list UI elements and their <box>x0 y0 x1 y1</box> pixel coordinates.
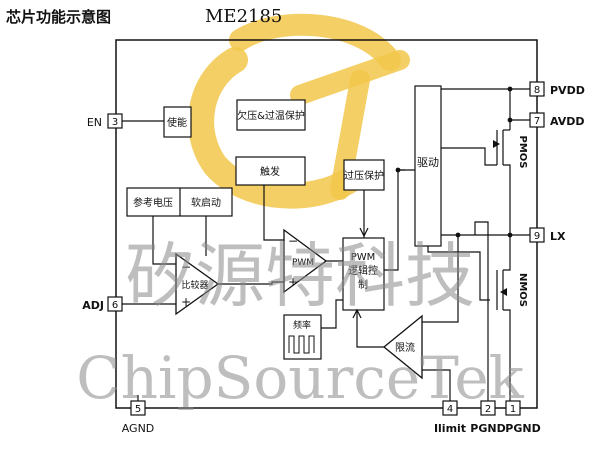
driver-label: 驱动 <box>417 156 439 169</box>
uvp-otp-label: 欠压&过温保护 <box>237 109 305 122</box>
current-limit-block: 限流 <box>382 314 423 380</box>
pin-avdd-label: AVDD <box>550 115 585 128</box>
pin-adj: 6 ADJ <box>82 296 123 312</box>
pin-pgnd-1: 1 PGND <box>505 400 541 435</box>
trigger-label: 触发 <box>260 165 280 178</box>
pin-lx: 9 LX <box>529 227 566 243</box>
pin-pgnd-2-label: PGND <box>470 422 505 435</box>
pmos-label: PMOS <box>517 136 528 169</box>
pwm-comparator: − + PWM <box>283 228 328 294</box>
current-limit-label: 限流 <box>395 341 415 354</box>
pin-adj-number: 6 <box>112 300 118 311</box>
pin-avdd: 7 AVDD <box>529 112 585 128</box>
watermark-chinese: 矽源特科技 <box>125 235 475 317</box>
pwm-logic-line3: 制 <box>358 278 368 291</box>
pwm-comparator-plus: + <box>288 275 298 289</box>
watermark-english: ChipSourceTek <box>76 344 524 412</box>
frequency-block: 频率 <box>283 314 322 360</box>
pin-pgnd-1-number: 1 <box>510 404 516 415</box>
comparator: − + 比较器 <box>175 252 220 316</box>
pwm-comparator-label: PWM <box>292 258 314 268</box>
comparator-minus: − <box>181 260 191 274</box>
pin-lx-number: 9 <box>534 231 540 242</box>
pmos-arrow-icon <box>493 140 500 148</box>
clock-waveform-icon <box>288 335 315 354</box>
pwm-logic-line2: 逻辑控 <box>348 264 378 277</box>
trigger-block: 触发 <box>235 156 306 186</box>
pin-ilimit: 4 Ilimit <box>434 400 466 435</box>
pin-en: 3 EN <box>87 113 123 129</box>
part-number: ME2185 <box>205 6 282 27</box>
nmos-label: NMOS <box>517 273 528 307</box>
pin-pgnd-2-number: 2 <box>485 404 491 415</box>
vref-label: 参考电压 <box>133 196 173 209</box>
ovp-block: 过压保护 <box>343 159 385 191</box>
nmos-arrow-icon <box>500 288 507 296</box>
pin-pgnd-2: 2 PGND <box>470 400 506 435</box>
pin-ilimit-label: Ilimit <box>434 422 466 435</box>
chip-outline <box>115 39 538 409</box>
pin-pvdd: 8 PVDD <box>529 81 585 97</box>
pin-lx-label: LX <box>550 230 566 243</box>
pin-en-number: 3 <box>112 117 118 128</box>
pin-pvdd-number: 8 <box>534 85 540 96</box>
diagram-title: 芯片功能示意图 <box>6 8 111 26</box>
pin-ilimit-number: 4 <box>447 404 453 415</box>
pin-avdd-number: 7 <box>534 116 540 127</box>
pwm-logic-block: PWM 逻辑控 制 <box>342 237 385 311</box>
pwm-logic-line1: PWM <box>351 252 376 263</box>
junction-dots <box>395 86 513 238</box>
driver-block: 驱动 <box>414 85 442 247</box>
softstart-label: 软启动 <box>191 196 221 209</box>
pin-pgnd-1-label: PGND <box>505 422 540 435</box>
comparator-label: 比较器 <box>181 279 208 291</box>
pin-pvdd-label: PVDD <box>550 84 585 97</box>
enable-label: 使能 <box>167 116 187 129</box>
wires <box>122 88 530 401</box>
enable-block: 使能 <box>163 106 192 138</box>
pwm-comparator-minus: − <box>288 234 298 248</box>
comparator-plus: + <box>181 295 191 309</box>
vref-softstart-block: 参考电压 软启动 <box>126 187 233 217</box>
pin-en-label: EN <box>87 116 102 129</box>
watermark-logo <box>188 13 410 209</box>
ovp-label: 过压保护 <box>344 169 384 182</box>
pin-agnd-label: AGND <box>122 422 155 435</box>
pin-agnd-number: 5 <box>135 404 141 415</box>
pin-adj-label: ADJ <box>82 299 104 312</box>
uvp-otp-block: 欠压&过温保护 <box>236 99 306 131</box>
frequency-label: 频率 <box>293 319 311 331</box>
